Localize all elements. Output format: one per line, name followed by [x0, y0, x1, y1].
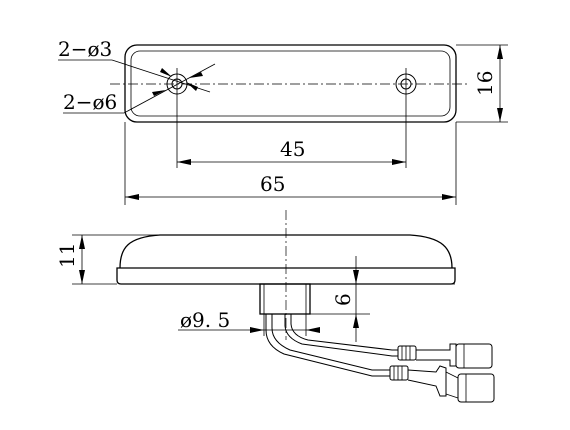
large-hole-leader	[63, 63, 216, 114]
overall-width-dimension	[456, 44, 508, 123]
top-view-outline	[124, 44, 457, 123]
large-hole-label: 2−ø6	[63, 90, 117, 114]
wire-bundle	[265, 314, 398, 377]
overall-length-dimension	[124, 122, 457, 205]
lens-dome	[119, 234, 453, 269]
hole-spacing-dimension	[176, 100, 407, 168]
small-hole-label: 2−ø3	[58, 37, 112, 61]
height-label: 11	[55, 243, 79, 268]
top-view-inner-outline	[130, 50, 451, 117]
overall-length-label: 65	[260, 172, 285, 196]
stem-diameter-label: ø9. 5	[180, 308, 230, 332]
height-dimension	[72, 234, 160, 285]
upper-connector	[397, 343, 493, 369]
small-hole-leader	[58, 59, 211, 93]
lower-connector	[389, 365, 495, 403]
hole-spacing-label: 45	[280, 137, 305, 161]
stem-length-dimension	[310, 256, 455, 342]
side-view: 11 6 ø9. 5	[55, 210, 495, 403]
top-view: 2−ø3 2−ø6 45 65	[58, 37, 508, 205]
lower-terminal	[457, 373, 495, 403]
stem	[259, 283, 311, 315]
stem-diameter-dimension	[178, 314, 320, 336]
upper-terminal	[455, 343, 493, 369]
stem-length-label: 6	[331, 293, 355, 306]
overall-width-label: 16	[473, 71, 497, 96]
